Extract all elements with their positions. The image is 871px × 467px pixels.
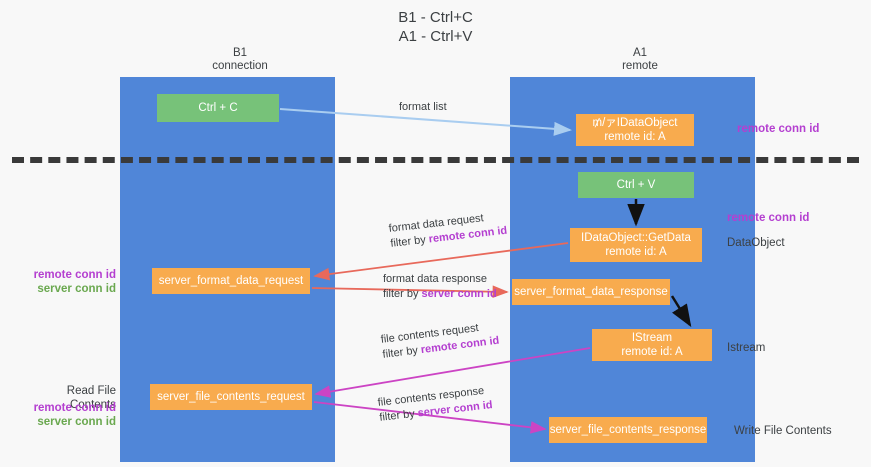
node-server-format-data-request[interactable]: server_format_data_request xyxy=(152,268,310,294)
filter-key-server-conn-id: server conn id xyxy=(421,288,497,300)
annotation-dataobject: DataObject xyxy=(727,237,785,249)
column-header-a1-name: A1 xyxy=(632,47,648,59)
node-server-format-data-response[interactable]: server_format_data_response xyxy=(512,279,670,305)
edge-label-format-data-response-filter: filter by server conn id xyxy=(383,287,497,302)
node-server-file-contents-request[interactable]: server_file_contents_request xyxy=(150,384,312,410)
node-getdata-line2: remote id: A xyxy=(605,246,667,258)
column-header-b1-name: B1 xyxy=(232,47,248,59)
node-ctrl-v[interactable]: Ctrl + V xyxy=(578,172,694,198)
node-ctrl-v-line1: Ctrl + V xyxy=(616,179,656,191)
node-istream-line2: remote id: A xyxy=(621,346,683,358)
node-idataobject-line1: ₥/ァIDataObject xyxy=(592,117,678,129)
annotation-remote-conn-id-top: remote conn id xyxy=(737,123,820,135)
edge-label-format-list: format list xyxy=(399,100,447,115)
edge-label-format-data-response-text: format data response xyxy=(383,273,487,285)
column-header-a1: A1 remote xyxy=(540,47,740,73)
arrow-format-data-response xyxy=(311,285,509,299)
annotation-remote-conn-id-mid: remote conn id xyxy=(727,212,810,224)
node-server-file-contents-response-label: server_file_contents_response xyxy=(549,424,707,436)
annotation-remote-conn-id: remote conn id xyxy=(33,402,116,414)
filter-prefix: filter by xyxy=(378,407,419,424)
node-istream-line1: IStream xyxy=(631,332,673,344)
node-idataobject[interactable]: ₥/ァIDataObject remote id: A xyxy=(576,114,694,146)
node-ctrl-c-line1: Ctrl + C xyxy=(198,102,238,114)
edge-label-format-list-text: format list xyxy=(399,101,447,113)
node-server-format-data-response-label: server_format_data_response xyxy=(514,286,668,298)
filter-prefix: filter by xyxy=(381,344,422,361)
annotation-server-conn-id: server conn id xyxy=(37,283,116,295)
node-istream[interactable]: IStream remote id: A xyxy=(592,329,712,361)
arrow-format-data-request xyxy=(313,242,569,281)
node-idataobject-getdata[interactable]: IDataObject::GetData remote id: A xyxy=(570,228,702,262)
arrow-response-istream xyxy=(670,295,692,328)
title-line-2: A1 - Ctrl+V xyxy=(398,28,473,45)
node-ctrl-c[interactable]: Ctrl + C xyxy=(157,94,279,122)
arrow-format-list xyxy=(279,108,572,136)
phase-divider xyxy=(12,157,859,163)
column-header-a1-role: remote xyxy=(622,60,658,72)
arrow-file-contents-response xyxy=(313,401,547,434)
title-line-1: B1 - Ctrl+C xyxy=(398,9,473,26)
annotation-remote-conn-id: remote conn id xyxy=(33,269,116,281)
annotation-read-file-contents: Read File Contents xyxy=(66,385,116,411)
node-getdata-line1: IDataObject::GetData xyxy=(581,232,691,244)
node-server-file-contents-request-label: server_file_contents_request xyxy=(157,391,305,403)
node-server-format-data-request-label: server_format_data_request xyxy=(158,275,304,287)
annotation-server-conn-id: server conn id xyxy=(37,416,116,428)
node-idataobject-line2: remote id: A xyxy=(604,131,666,143)
filter-prefix: filter by xyxy=(389,233,430,250)
annotation-conn-ids-middle: remote conn id server conn id xyxy=(20,268,116,296)
filter-prefix: filter by xyxy=(383,288,422,300)
annotation-conn-ids-bottom: remote conn id server conn id xyxy=(20,401,116,429)
arrow-file-contents-request xyxy=(314,347,591,398)
annotation-write-file-contents: Write File Contents xyxy=(734,425,832,437)
edge-label-format-data-response: format data response filter by server co… xyxy=(383,272,497,302)
annotation-istream: Istream xyxy=(727,342,766,354)
node-server-file-contents-response[interactable]: server_file_contents_response xyxy=(549,417,707,443)
page-title: B1 - Ctrl+C A1 - Ctrl+V xyxy=(0,8,871,46)
column-header-b1-role: connection xyxy=(212,60,268,72)
column-header-b1: B1 connection xyxy=(140,47,340,73)
